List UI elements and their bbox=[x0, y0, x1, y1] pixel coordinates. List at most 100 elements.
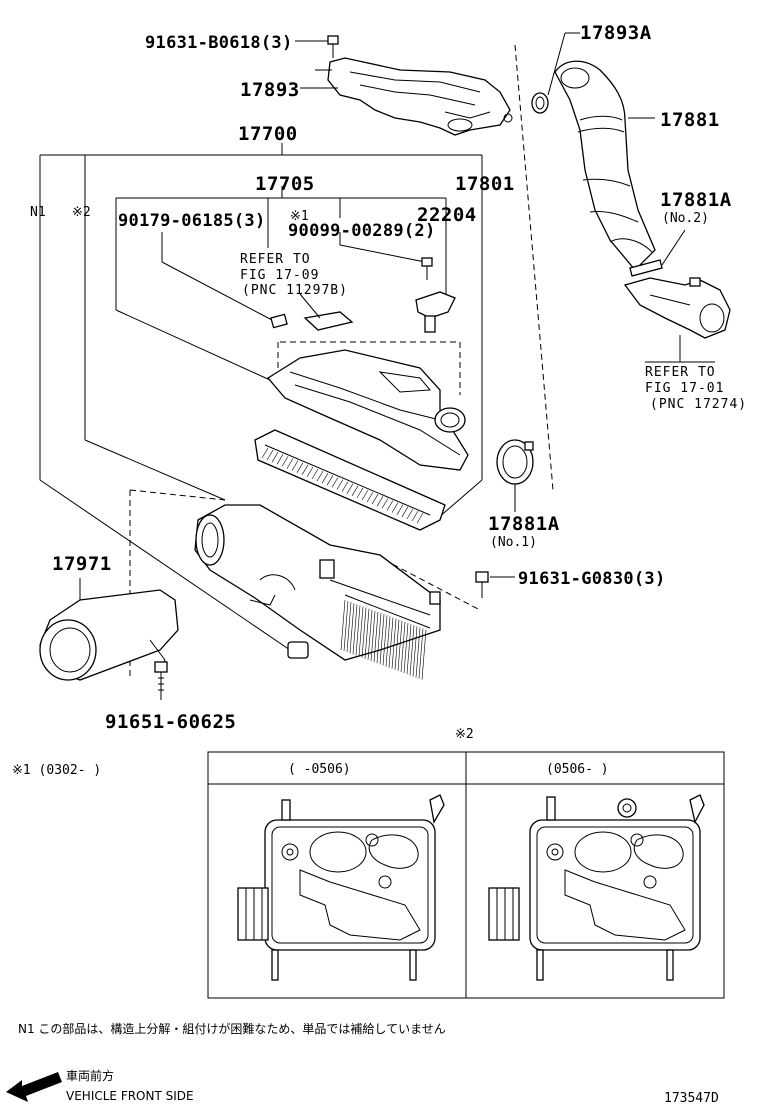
hatch-line bbox=[301, 464, 309, 475]
inset-panel bbox=[207, 751, 725, 999]
clamp-17881a-no2 bbox=[629, 229, 686, 277]
hatch-line bbox=[381, 498, 389, 509]
label-17971: 17971 bbox=[52, 553, 112, 575]
label-90099-00289: 90099-00289(2) bbox=[288, 221, 436, 241]
inset-left-case bbox=[237, 794, 445, 981]
label-22204: 22204 bbox=[417, 204, 477, 226]
hatch-line bbox=[261, 447, 269, 459]
hatch-line bbox=[358, 606, 364, 657]
hatch-line bbox=[352, 604, 358, 655]
refer-b-line2: FIG 17-01 bbox=[645, 381, 724, 396]
screw-90099 bbox=[421, 257, 433, 280]
hatch-line bbox=[391, 502, 399, 513]
label-17893a: 17893A bbox=[580, 22, 652, 44]
bolt-91631-b0618 bbox=[295, 35, 339, 58]
refer-a-line1: REFER TO bbox=[240, 252, 311, 267]
hatch-line bbox=[367, 609, 373, 660]
hatch-line bbox=[403, 623, 409, 674]
n1-note: N1 この部品は、構造上分解・組付けが困難なため、単品では補給していません bbox=[18, 1021, 446, 1036]
inlet-duct-17971 bbox=[39, 578, 179, 681]
hatch-line bbox=[316, 470, 324, 482]
hatch-line bbox=[406, 624, 412, 675]
elbow-duct bbox=[623, 277, 731, 363]
label-17700: 17700 bbox=[238, 123, 298, 145]
intake-hose-17881 bbox=[554, 60, 656, 271]
gasket-ref-11297b bbox=[299, 293, 354, 331]
refer-b-line1: REFER TO bbox=[645, 365, 716, 380]
hatch-line bbox=[400, 621, 406, 673]
front-arrow-icon bbox=[6, 1072, 62, 1102]
star2-mark: ※2 bbox=[72, 205, 91, 220]
front-label-en: VEHICLE FRONT SIDE bbox=[66, 1089, 194, 1103]
figure-id: 173547D bbox=[664, 1091, 719, 1106]
air-cleaner-cap bbox=[267, 349, 469, 471]
hatch-line bbox=[355, 605, 361, 656]
hatch-line bbox=[406, 508, 414, 520]
refer-b-line3: (PNC 17274) bbox=[650, 397, 747, 412]
clamp-17881a-no1 bbox=[496, 439, 534, 512]
hatch-line bbox=[343, 601, 349, 652]
refer-a-line2: FIG 17-09 bbox=[240, 268, 319, 283]
label-91631-b0618: 91631-B0618(3) bbox=[145, 33, 293, 53]
inset-left-title: ( -0506) bbox=[288, 762, 351, 777]
hatch-line bbox=[376, 496, 384, 507]
hatch-line bbox=[412, 626, 418, 677]
hatch-line bbox=[373, 612, 379, 663]
label-17881a-no2: 17881A bbox=[660, 189, 732, 211]
star1-mark: ※1 bbox=[290, 209, 309, 224]
label-91651-60625: 91651-60625 bbox=[105, 711, 236, 733]
hatch-line bbox=[397, 620, 403, 671]
hatch-line bbox=[421, 629, 427, 680]
hatch-line bbox=[326, 475, 334, 486]
hatch-line bbox=[396, 504, 404, 515]
hatch-line bbox=[415, 627, 421, 678]
hatch-line bbox=[296, 462, 304, 473]
bolt-91651-60625 bbox=[154, 661, 168, 700]
air-cleaner-case bbox=[194, 504, 441, 680]
hatch-line bbox=[416, 512, 424, 524]
airflow-sensor-22204 bbox=[415, 291, 456, 333]
hatch-line bbox=[336, 479, 344, 490]
hatch-line bbox=[266, 449, 274, 461]
label-17893: 17893 bbox=[240, 79, 300, 101]
refer-a-line3: (PNC 11297B) bbox=[242, 283, 348, 298]
hatch-line bbox=[361, 607, 367, 658]
label-n1: N1 bbox=[30, 205, 46, 220]
hatch-line bbox=[351, 485, 359, 496]
hatch-line bbox=[388, 617, 394, 668]
star1-note: ※1 (0302- ) bbox=[12, 763, 101, 778]
filter-element-17801 bbox=[254, 429, 446, 531]
hatch-line bbox=[418, 628, 424, 679]
hatch-line bbox=[276, 454, 284, 465]
hatch-line bbox=[394, 619, 400, 670]
hatch-line bbox=[366, 491, 374, 503]
inset-right-case bbox=[488, 794, 705, 981]
label-17881: 17881 bbox=[660, 109, 720, 131]
hatch-line bbox=[311, 468, 319, 480]
label-91631-g0830: 91631-G0830(3) bbox=[518, 569, 666, 589]
front-label-jp: 車両前方 bbox=[66, 1068, 114, 1083]
label-17881a-no1: 17881A bbox=[488, 513, 560, 535]
hatch-line bbox=[356, 487, 364, 499]
hatch-line bbox=[349, 603, 355, 654]
hatch-line bbox=[391, 618, 397, 669]
inset-star2: ※2 bbox=[455, 727, 474, 742]
hatch-line bbox=[386, 500, 394, 511]
hatch-line bbox=[281, 456, 289, 467]
label-17705: 17705 bbox=[255, 173, 315, 195]
hatch-line bbox=[286, 458, 294, 469]
hatch-line bbox=[382, 615, 388, 666]
hatch-line bbox=[321, 473, 329, 484]
hatch-line bbox=[291, 460, 299, 471]
hatch-line bbox=[271, 452, 279, 463]
hatch-line bbox=[379, 614, 385, 665]
hatch-line bbox=[376, 613, 382, 664]
hatch-line bbox=[346, 483, 354, 494]
label-17881a-no1-sub: (No.1) bbox=[490, 535, 537, 550]
hatch-line bbox=[364, 608, 370, 659]
hatch-line bbox=[361, 489, 369, 501]
label-17881a-no2-sub: (No.2) bbox=[662, 211, 709, 226]
inset-right-title: (0506- ) bbox=[546, 762, 609, 777]
